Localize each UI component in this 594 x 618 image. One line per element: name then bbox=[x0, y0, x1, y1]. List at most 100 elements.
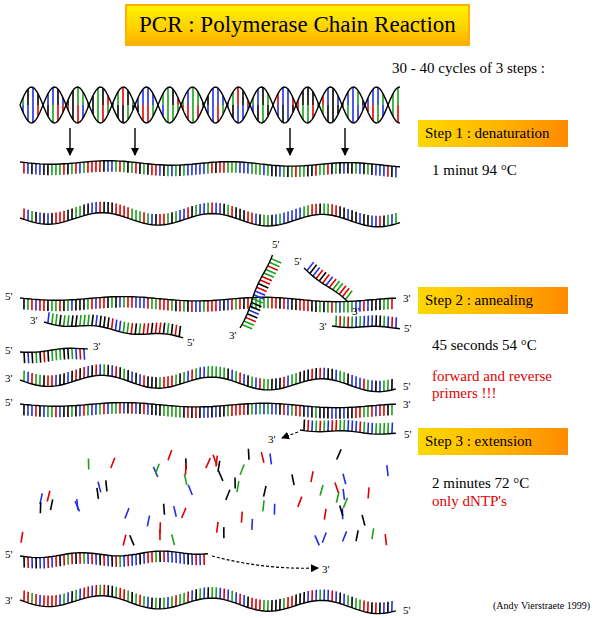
dntp bbox=[385, 534, 386, 545]
dna-strand bbox=[20, 551, 208, 569]
base-tick bbox=[295, 166, 297, 177]
base-tick bbox=[39, 595, 41, 606]
base-pair bbox=[102, 105, 104, 122]
base-tick bbox=[295, 209, 297, 220]
base-tick bbox=[387, 316, 389, 327]
base-tick bbox=[27, 299, 29, 310]
base-tick bbox=[339, 593, 341, 604]
dntp bbox=[174, 506, 176, 517]
base-pair bbox=[32, 105, 34, 123]
base-tick bbox=[35, 164, 37, 175]
base-tick bbox=[179, 373, 181, 384]
base-tick bbox=[167, 376, 169, 387]
base-tick bbox=[235, 592, 237, 603]
base-tick bbox=[91, 553, 93, 564]
strand-end-label: 3' bbox=[5, 594, 12, 607]
base-tick bbox=[371, 380, 373, 391]
base-tick bbox=[279, 214, 281, 225]
base-tick bbox=[195, 164, 197, 175]
base-tick bbox=[55, 349, 57, 360]
base-tick bbox=[383, 215, 385, 226]
base-tick bbox=[253, 299, 263, 303]
base-tick bbox=[263, 403, 265, 414]
base-tick bbox=[215, 366, 217, 377]
base-tick bbox=[211, 203, 213, 214]
base-tick bbox=[264, 273, 274, 277]
base-tick bbox=[55, 406, 57, 417]
base-tick bbox=[195, 205, 197, 216]
base-tick bbox=[71, 371, 73, 382]
base-pair bbox=[192, 105, 194, 123]
base-tick bbox=[135, 162, 137, 173]
base-tick bbox=[195, 589, 197, 600]
base-tick bbox=[271, 297, 273, 308]
base-tick bbox=[159, 299, 161, 310]
base-tick bbox=[103, 585, 105, 596]
strand-end-label: 3' bbox=[352, 305, 359, 318]
base-pair bbox=[122, 87, 124, 105]
base-tick bbox=[127, 555, 129, 566]
base-pair bbox=[72, 90, 74, 105]
base-tick bbox=[335, 591, 337, 602]
base-tick bbox=[135, 403, 137, 414]
base-tick bbox=[63, 348, 65, 359]
base-tick bbox=[27, 405, 29, 416]
base-tick bbox=[203, 203, 205, 214]
base-tick bbox=[143, 163, 145, 174]
base-tick bbox=[47, 406, 49, 417]
base-tick bbox=[207, 407, 209, 418]
base-tick bbox=[371, 406, 373, 417]
backbone bbox=[332, 326, 400, 329]
base-tick bbox=[267, 403, 269, 414]
base-tick bbox=[203, 301, 205, 312]
base-tick bbox=[239, 209, 241, 220]
base-tick bbox=[75, 370, 77, 381]
base-tick bbox=[187, 207, 189, 218]
base-tick bbox=[127, 322, 128, 333]
base-pair bbox=[172, 89, 174, 105]
dntp bbox=[75, 501, 79, 511]
base-tick bbox=[163, 214, 165, 225]
base-tick bbox=[79, 162, 81, 173]
base-tick bbox=[151, 298, 153, 309]
strand-end-label: (Andy Vierstraete 1999) bbox=[493, 600, 590, 612]
base-tick bbox=[351, 375, 353, 386]
base-tick bbox=[355, 316, 357, 327]
base-pair bbox=[377, 105, 379, 123]
dntp bbox=[168, 450, 172, 460]
base-tick bbox=[103, 161, 105, 172]
base-tick bbox=[103, 202, 105, 213]
base-tick bbox=[207, 587, 209, 598]
base-tick bbox=[331, 204, 333, 215]
base-tick bbox=[159, 165, 161, 176]
strand-end-label: 5' bbox=[187, 336, 194, 349]
base-tick bbox=[215, 203, 217, 214]
base-tick bbox=[167, 551, 169, 562]
base-pair bbox=[167, 105, 169, 123]
base-tick bbox=[135, 593, 137, 604]
base-pair bbox=[147, 105, 149, 123]
base-tick bbox=[343, 302, 345, 313]
base-tick bbox=[299, 405, 301, 416]
base-tick bbox=[71, 348, 73, 359]
base-tick bbox=[219, 300, 221, 311]
base-tick bbox=[187, 592, 189, 603]
base-tick bbox=[55, 164, 57, 175]
base-tick bbox=[187, 165, 189, 176]
base-tick bbox=[99, 161, 101, 172]
base-tick bbox=[231, 162, 233, 173]
base-tick bbox=[183, 553, 185, 564]
base-tick bbox=[139, 374, 141, 385]
base-tick bbox=[23, 162, 25, 173]
base-pair bbox=[217, 105, 219, 122]
base-pair bbox=[192, 87, 194, 105]
base-tick bbox=[303, 300, 305, 311]
base-tick bbox=[379, 423, 381, 434]
base-tick bbox=[343, 163, 345, 174]
base-pair bbox=[212, 105, 214, 122]
base-tick bbox=[243, 298, 245, 309]
base-tick bbox=[43, 164, 45, 175]
base-tick bbox=[251, 598, 253, 609]
base-tick bbox=[323, 301, 325, 312]
base-tick bbox=[131, 403, 133, 414]
